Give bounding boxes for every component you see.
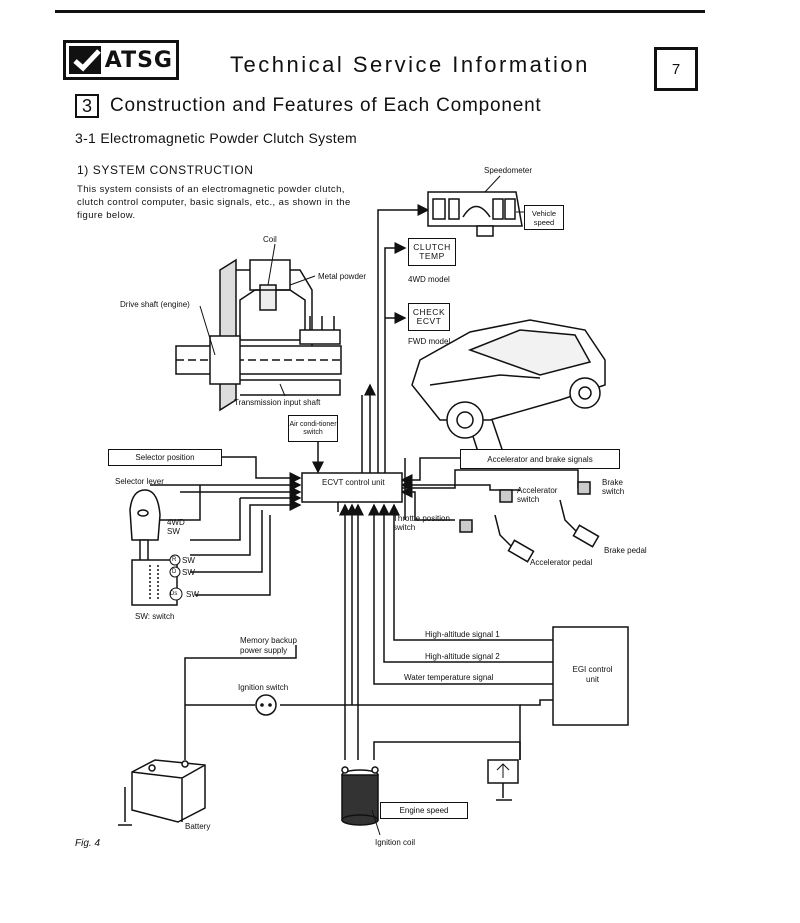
selector-position-box: Selector position <box>108 449 222 466</box>
speedometer-cluster <box>427 191 523 237</box>
atsg-logo: ATSG <box>63 40 179 80</box>
page-number: 7 <box>654 47 698 91</box>
header-title: Technical Service Information <box>230 52 590 77</box>
ecvt-unit-box <box>301 472 403 503</box>
selector-lever-drawing <box>129 489 178 606</box>
intro-paragraph: This system consists of an electromagnet… <box>77 184 351 221</box>
4wd-model-label: 4WD model <box>408 275 450 284</box>
section-number: 3 <box>75 94 99 118</box>
accelerator-switch-label: Accelerator switch <box>517 486 558 504</box>
ignition-coil-drawing <box>341 766 379 826</box>
ignition-coil-label: Ignition coil <box>375 838 416 847</box>
ds-mark: Ds <box>170 591 178 597</box>
fwd-model-label: FWD model <box>408 337 451 346</box>
d-sw-label: SW <box>182 568 195 577</box>
coil-label: Coil <box>263 235 277 244</box>
ecvt-unit-label: ECVT control unit <box>322 478 385 487</box>
car-drawing <box>411 319 606 439</box>
clutch-drawing <box>175 258 342 412</box>
system-heading: 1) SYSTEM CONSTRUCTION <box>77 163 254 177</box>
drive-shaft-label: Drive shaft (engine) <box>120 300 190 309</box>
figure-label: Fig. 4 <box>75 838 101 849</box>
ds-sw-label: SW <box>186 590 199 599</box>
speedometer-label: Speedometer <box>484 166 533 175</box>
vehicle-speed-box: Vehicle speed <box>524 205 564 230</box>
logo-check-icon <box>69 46 101 74</box>
clutch-temp-lamp: CLUTCH TEMP <box>408 238 456 266</box>
ignition-switch-symbol <box>255 694 277 716</box>
check-ecvt-lamp: CHECK ECVT <box>408 303 450 331</box>
metal-powder-label: Metal powder <box>318 272 367 281</box>
egi-unit-box <box>552 626 629 726</box>
section-title: Construction and Features of Each Compon… <box>110 95 542 116</box>
r-sw-label: SW <box>182 556 195 565</box>
pedal-drawing <box>459 481 600 563</box>
water-temp-label: Water temperature signal <box>404 673 494 682</box>
ignition-switch-label: Ignition switch <box>238 683 289 692</box>
top-rule <box>55 10 705 13</box>
brake-pedal-label: Brake pedal <box>604 546 647 555</box>
r-mark: R <box>172 557 177 563</box>
subsection-title: 3-1 Electromagnetic Powder Clutch System <box>75 130 357 146</box>
accel-brake-signals-box: Accelerator and brake signals <box>460 449 620 469</box>
sw-note: SW: switch <box>135 612 175 621</box>
memory-backup-label: Memory backup power supply <box>240 636 297 655</box>
brake-switch-label: Brake switch <box>602 478 625 496</box>
air-conditioner-switch-box: Air condi-tioner switch <box>288 415 338 442</box>
battery-drawing <box>131 759 206 823</box>
selector-lever-label: Selector lever <box>115 477 164 486</box>
shift-switch-marks <box>169 554 183 601</box>
high-altitude-2-label: High-altitude signal 2 <box>425 652 500 661</box>
high-altitude-1-label: High-altitude signal 1 <box>425 630 500 639</box>
d-mark: D <box>172 569 177 575</box>
4wd-sw-label: 4WD SW <box>167 518 185 536</box>
egi-unit-label: EGI control unit <box>572 665 613 684</box>
battery-label: Battery <box>185 822 211 831</box>
engine-speed-box: Engine speed <box>380 802 468 819</box>
throttle-switch-label: Throttle position switch <box>393 514 450 532</box>
accelerator-pedal-label: Accelerator pedal <box>530 558 593 567</box>
input-shaft-label: Transmission input shaft <box>234 398 321 407</box>
logo-text: ATSG <box>104 47 173 73</box>
